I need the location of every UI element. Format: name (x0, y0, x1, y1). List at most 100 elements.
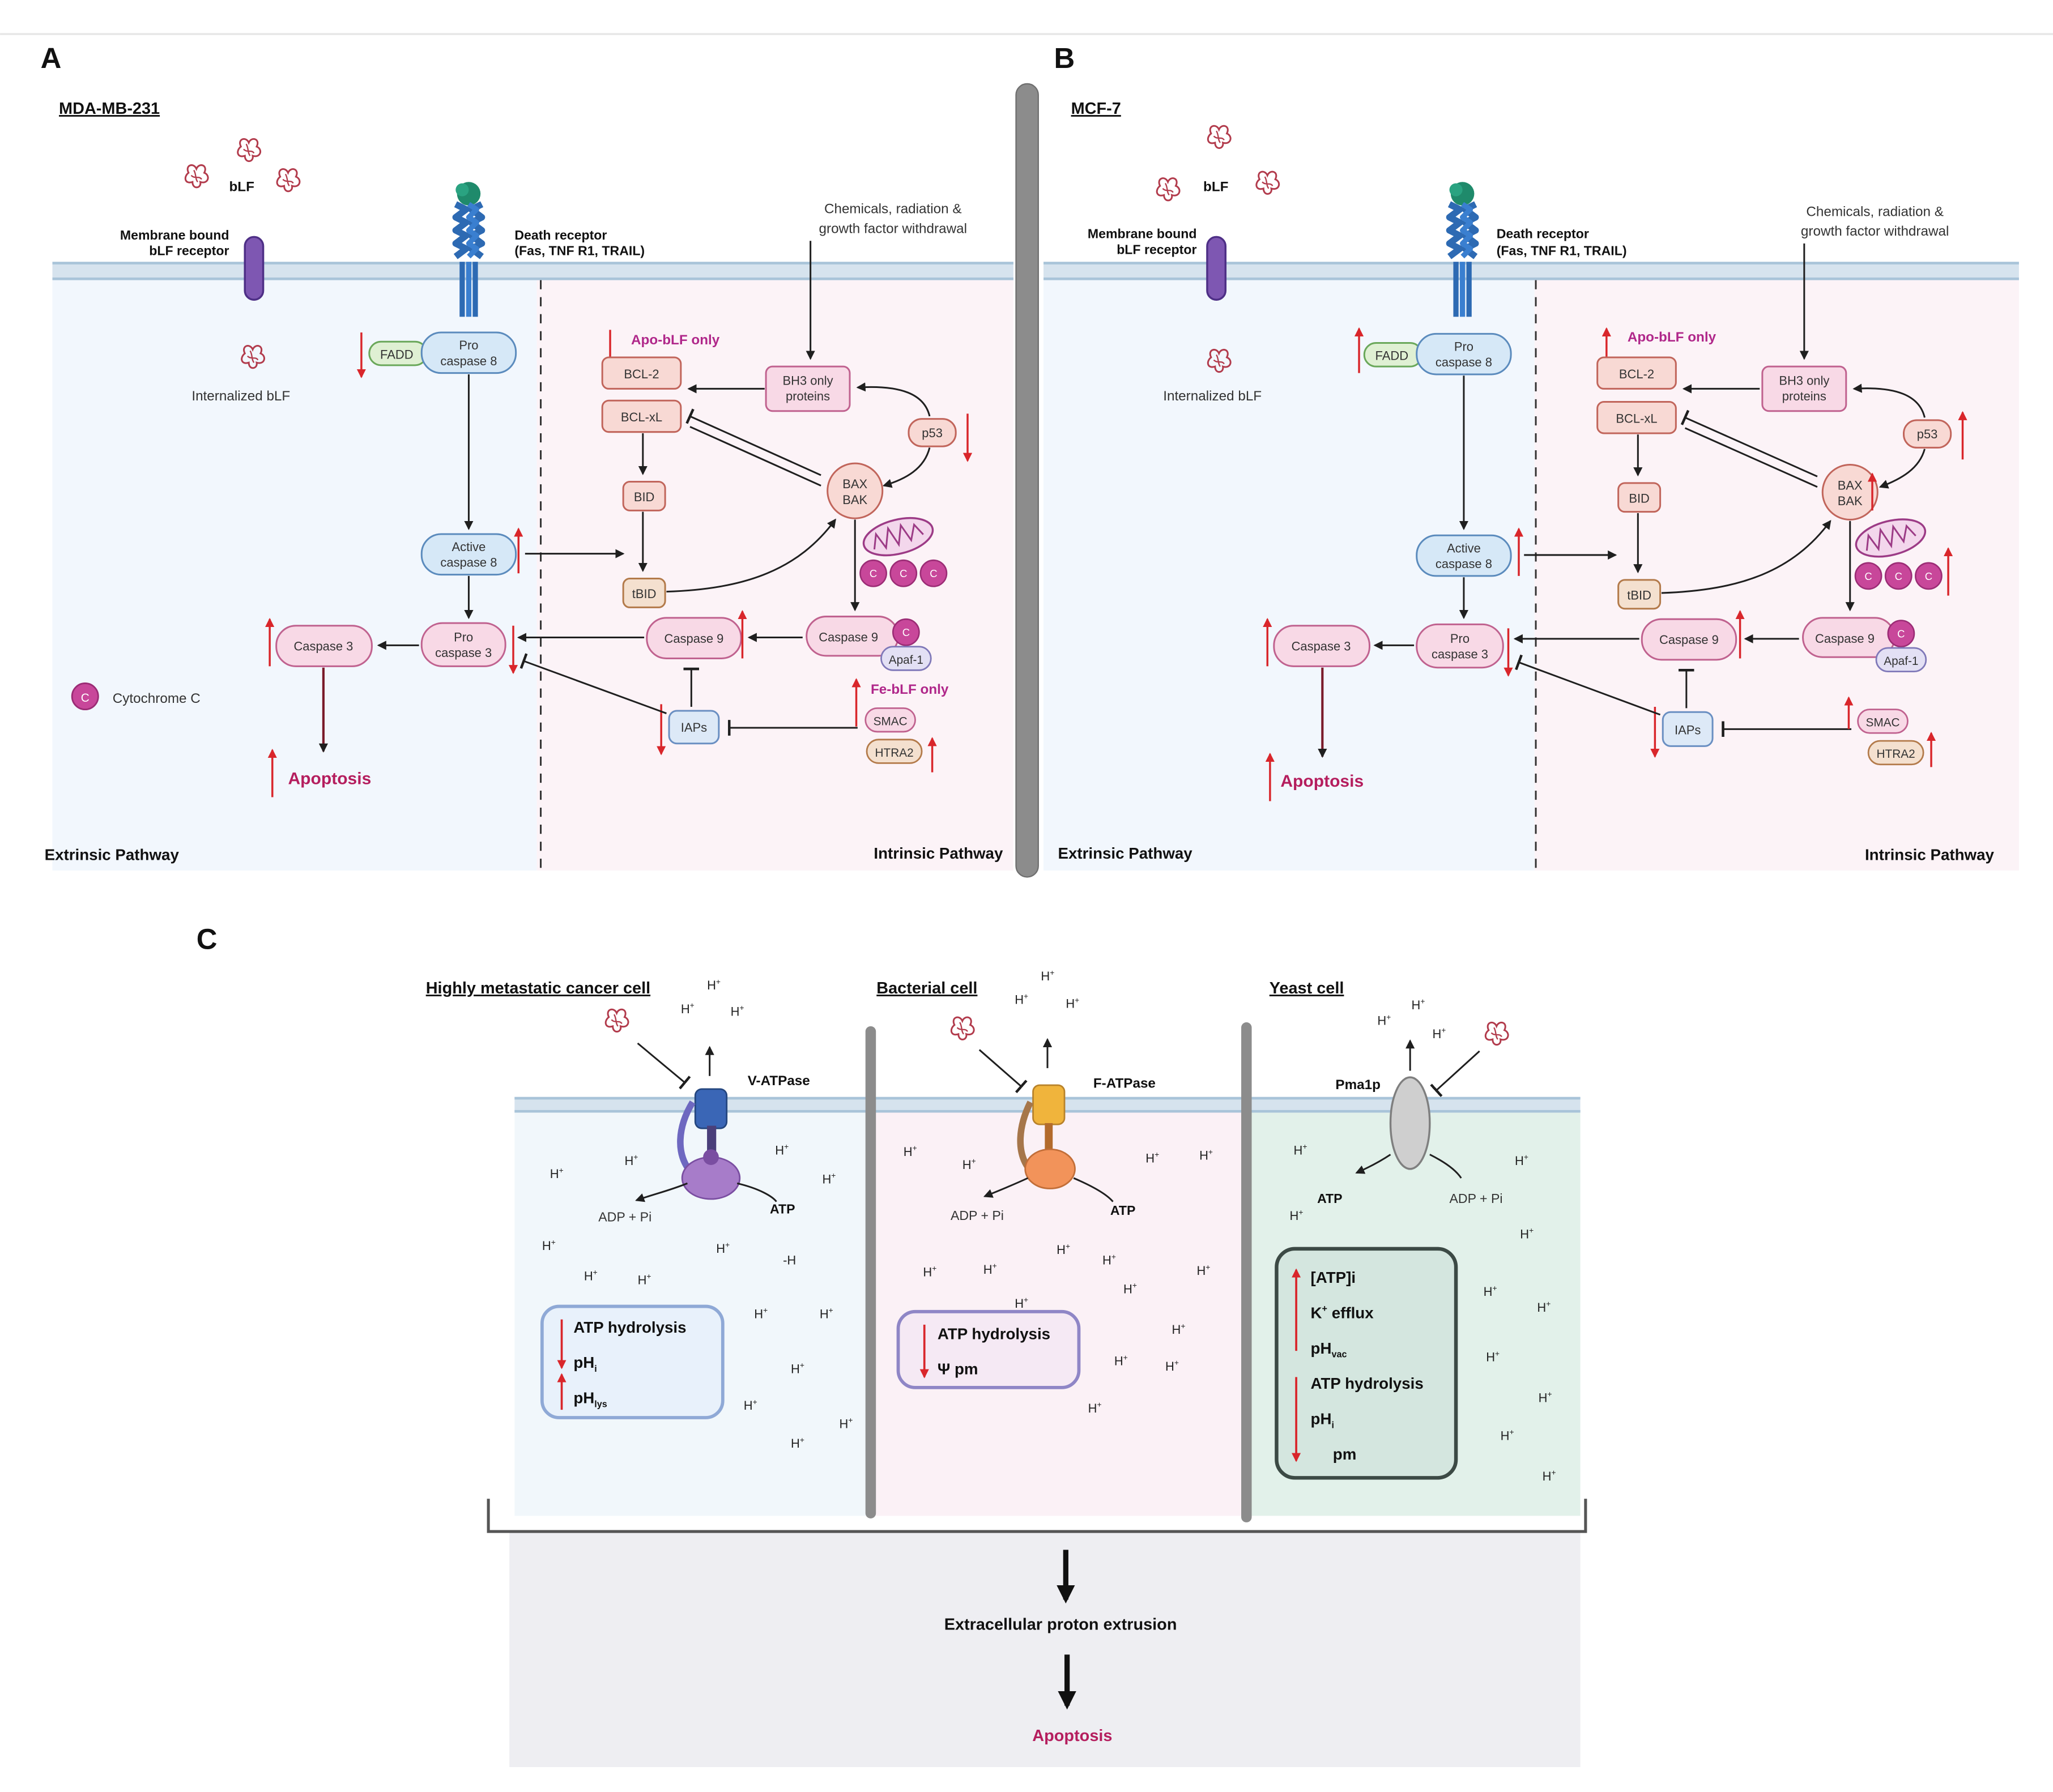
proton-label: H+ (923, 1264, 936, 1279)
apoptosis-label: Apoptosis (288, 769, 371, 788)
stimuli-label-2: growth factor withdrawal (1801, 224, 1949, 239)
proton-label: H+ (983, 1261, 997, 1277)
panel-divider (1015, 83, 1039, 878)
death-receptor-label-2: (Fas, TNF R1, TRAIL) (514, 244, 645, 258)
panel-a-cell-line: MDA-MB-231 (59, 100, 160, 118)
active-caspase-8-node (420, 533, 517, 576)
lactoferrin-icon (1156, 177, 1181, 202)
f-atpase-icon (1017, 1084, 1076, 1189)
intrinsic-pathway-label: Intrinsic Pathway (874, 844, 1003, 862)
proton-label: H+ (1088, 1400, 1102, 1415)
apaf-1-label: Apaf-1 (1884, 655, 1918, 668)
adp-pi-label: ADP + Pi (598, 1209, 651, 1224)
f-atpase-label: F-ATPase (1093, 1076, 1156, 1091)
proton-label: H+ (1432, 1026, 1446, 1041)
proton-label: H+ (1172, 1321, 1186, 1337)
cytochrome-c-icon (889, 559, 918, 587)
caspase-9-label: Caspase 9 (665, 632, 724, 646)
lactoferrin-icon (276, 168, 301, 193)
procaspase-8-label-1: Pro (1454, 339, 1473, 353)
atp-label: ATP (1317, 1191, 1343, 1206)
apaf-1-label: Apaf-1 (889, 654, 923, 667)
cancer-effects-box (540, 1304, 725, 1419)
iaps-node (668, 710, 720, 745)
cytochrome-c-icon (1915, 562, 1943, 590)
yeast-box-line-6: pm (1333, 1445, 1357, 1463)
proton-label: H+ (1501, 1427, 1514, 1443)
proton-label: H+ (775, 1142, 789, 1157)
cytochrome-c-symbol: C (1925, 570, 1932, 582)
proton-extrusion-label: Extracellular proton extrusion (944, 1615, 1177, 1633)
death-receptor-label-2: (Fas, TNF R1, TRAIL) (1497, 244, 1627, 258)
proton-label: H+ (542, 1238, 556, 1253)
stimuli-label-1: Chemicals, radiation & (1806, 204, 1944, 219)
panel-b: B MCF-7 bLF Membrane bound bLF receptor … (1043, 42, 2019, 871)
membrane-receptor-label-2: bLF receptor (1117, 242, 1196, 257)
cytochrome-c-symbol: C (900, 568, 907, 579)
proton-label: H+ (731, 1003, 744, 1018)
stimuli-label-1: Chemicals, radiation & (824, 202, 962, 217)
membrane-receptor-label-2: bLF receptor (149, 244, 229, 258)
p53-label: p53 (1917, 427, 1938, 441)
cytochrome-c-symbol: C (902, 626, 910, 638)
proton-label: H+ (904, 1144, 917, 1159)
extrinsic-pathway-label: Extrinsic Pathway (1058, 844, 1192, 862)
proton-label: H+ (1515, 1153, 1528, 1168)
bacterial-effects-box (896, 1309, 1081, 1389)
proton-label: H+ (1293, 1142, 1307, 1157)
procaspase-3-node (420, 622, 506, 667)
proton-label: H+ (1543, 1468, 1556, 1483)
panel-c: C Highly metastatic cancer cell Bacteria… (197, 923, 1587, 1768)
proton-label: H+ (791, 1360, 804, 1376)
procaspase-3-node (1416, 623, 1504, 669)
proton-label: H+ (1537, 1299, 1551, 1315)
apo-blf-only-label: Apo-bLF only (1628, 330, 1716, 345)
blf-label: bLF (1203, 179, 1228, 194)
apoptosis-label: Apoptosis (1280, 772, 1364, 791)
proton-label: H+ (681, 1001, 695, 1016)
apaf-1-node (1875, 647, 1927, 673)
caspase-3-label: Caspase 3 (1292, 639, 1351, 654)
bax-bak-node (827, 462, 884, 519)
active-caspase-8-label-2: caspase 8 (1436, 557, 1492, 571)
proton-label: H+ (1486, 1349, 1500, 1364)
intrinsic-pathway-label: Intrinsic Pathway (1865, 846, 1995, 863)
proton-label: H+ (638, 1272, 651, 1287)
atp-label: ATP (1110, 1203, 1136, 1218)
tbid-label: tBID (632, 587, 657, 601)
apo-blf-only-label: Apo-bLF only (631, 332, 720, 348)
cytochrome-c-icon (892, 618, 920, 646)
proton-label: H+ (1102, 1252, 1116, 1267)
bacterial-cell-title: Bacterial cell (876, 979, 977, 997)
apaf-1-node (880, 646, 932, 671)
panel-b-letter: B (1054, 42, 1075, 74)
proton-label: H+ (1123, 1281, 1137, 1296)
cytochrome-c-symbol: C (1895, 570, 1902, 582)
p53-node (908, 418, 957, 447)
proton-label: H+ (754, 1305, 768, 1321)
yeast-box-line-3: pHvac (1311, 1339, 1347, 1360)
cytochrome-c-icon (859, 559, 887, 587)
bid-node (1617, 482, 1662, 513)
adp-pi-label: ADP + Pi (1450, 1191, 1503, 1206)
htra2-node (1867, 740, 1924, 766)
procaspase-8-label-1: Pro (459, 338, 478, 352)
internalized-blf-label: Internalized bLF (1163, 389, 1262, 404)
apoptosis-label: Apoptosis (1032, 1727, 1112, 1745)
bak-label: BAK (1838, 494, 1863, 508)
bcl2-label: BCL-2 (1619, 367, 1654, 381)
bak-label: BAK (842, 493, 867, 507)
death-receptor-label-1: Death receptor (514, 228, 607, 242)
proton-label: H+ (716, 1240, 730, 1256)
lactoferrin-icon (1207, 125, 1232, 149)
v-atpase-label: V-ATPase (748, 1073, 810, 1089)
death-receptor-label-1: Death receptor (1497, 227, 1589, 241)
smac-node (1857, 709, 1909, 734)
fadd-label: FADD (1375, 349, 1409, 363)
panel-a-letter: A (41, 42, 62, 74)
iaps-node (1662, 711, 1714, 747)
bh3-only-proteins-node (1761, 365, 1847, 412)
bid-label: BID (634, 490, 655, 504)
proton-label: H+ (840, 1415, 853, 1431)
lactoferrin-icon (184, 164, 209, 189)
